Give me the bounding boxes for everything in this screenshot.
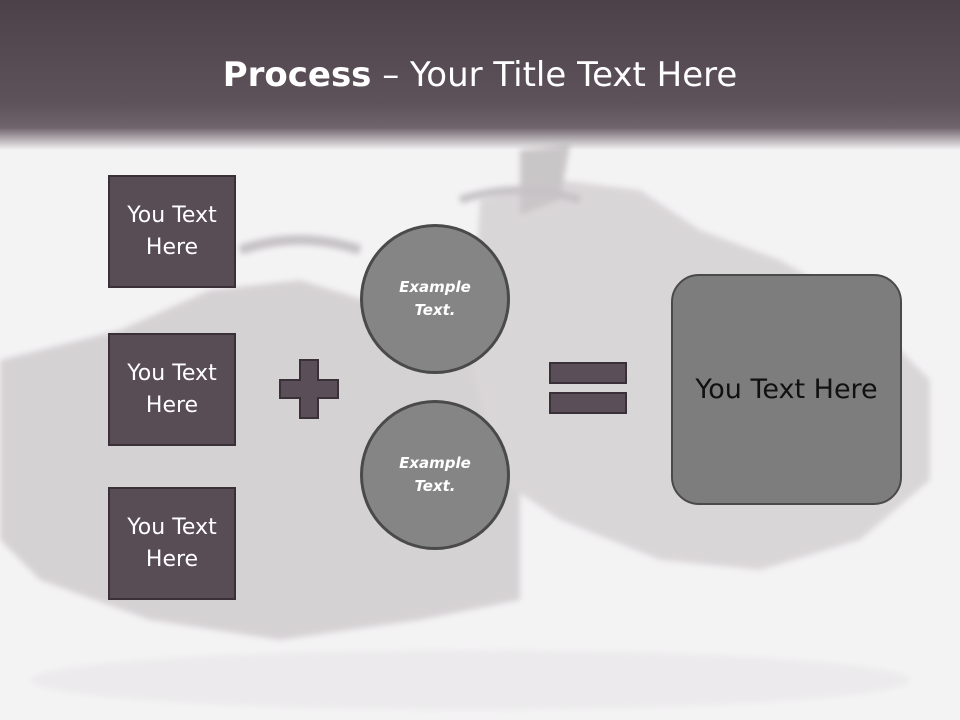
circle-1[interactable]: Example Text. (360, 224, 510, 374)
result-label: You Text Here (695, 374, 878, 405)
circle-2[interactable]: Example Text. (360, 400, 510, 550)
equals-icon (549, 362, 627, 414)
title-bold: Process (222, 55, 372, 95)
left-box-2-label: You Text Here (127, 360, 217, 418)
circle-1-label: Example Text. (399, 278, 471, 319)
plus-icon (279, 359, 339, 419)
result-box[interactable]: You Text Here (671, 274, 902, 505)
left-box-1[interactable]: You Text Here (108, 175, 236, 288)
left-box-2[interactable]: You Text Here (108, 333, 236, 446)
page-title: Process – Your Title Text Here (0, 50, 960, 100)
title-bar (0, 0, 960, 150)
title-rest: – Your Title Text Here (371, 55, 738, 95)
left-box-3-label: You Text Here (127, 514, 217, 572)
left-box-1-label: You Text Here (127, 202, 217, 260)
left-box-3[interactable]: You Text Here (108, 487, 236, 600)
circle-2-label: Example Text. (399, 454, 471, 495)
